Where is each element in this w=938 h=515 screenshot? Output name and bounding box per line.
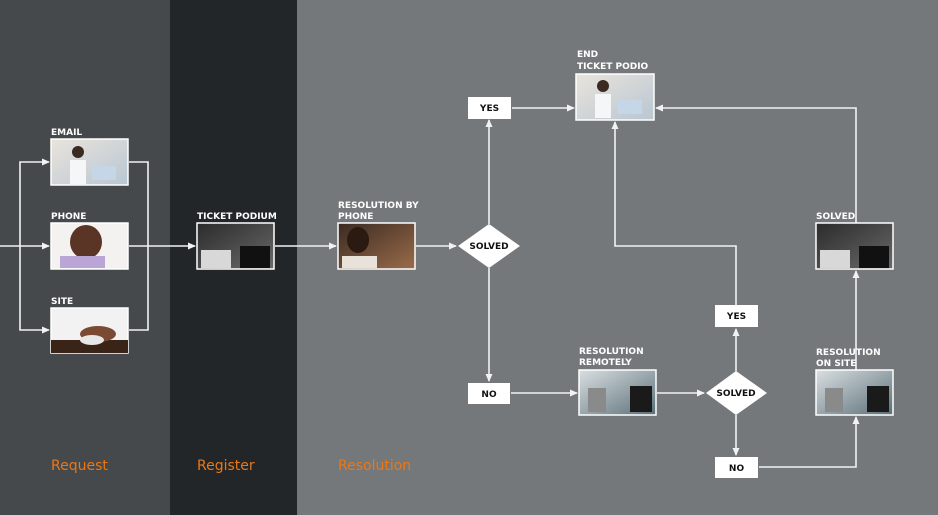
node-resolution-remotely: RESOLUTION REMOTELY [578, 347, 657, 416]
phase-label-resolution: Resolution [338, 458, 411, 474]
node-label-line1: RESOLUTION [579, 347, 644, 357]
node-label-line2: PHONE [338, 212, 373, 222]
node-label: TICKET PODIUM [197, 212, 277, 222]
answer-yes-2: YES [715, 305, 758, 327]
node-phone: PHONE [50, 212, 129, 270]
node-label-line2: TICKET PODIO [577, 62, 649, 72]
phase-label-register: Register [197, 458, 255, 474]
node-label-line1: END [577, 50, 598, 60]
node-label-line2: ON SITE [816, 359, 856, 369]
svg-text:YES: YES [479, 104, 499, 114]
node-label: SOLVED [816, 212, 855, 222]
svg-text:SOLVED: SOLVED [469, 242, 508, 252]
node-solved-image: SOLVED [815, 212, 894, 270]
svg-text:YES: YES [726, 312, 746, 322]
node-label: SITE [51, 297, 73, 307]
decision-solved-1: SOLVED [458, 224, 520, 268]
photo-woman-laptop [575, 73, 655, 121]
svg-text:NO: NO [481, 390, 497, 400]
node-resolution-by-phone: RESOLUTION BY PHONE [337, 201, 419, 270]
node-email: EMAIL [50, 128, 129, 186]
answer-no-2: NO [715, 457, 758, 478]
node-label: EMAIL [51, 128, 82, 138]
svg-text:SOLVED: SOLVED [716, 389, 755, 399]
connectors [0, 104, 860, 468]
node-label-line1: RESOLUTION [816, 348, 881, 358]
photo-woman-laptop [50, 138, 129, 186]
node-label: PHONE [51, 212, 86, 222]
node-label-line1: RESOLUTION BY [338, 201, 419, 211]
decision-solved-2: SOLVED [706, 371, 767, 415]
answer-no-1: NO [468, 383, 510, 404]
node-resolution-on-site: RESOLUTION ON SITE [815, 348, 894, 416]
node-end-ticket: END TICKET PODIO [575, 50, 655, 121]
node-ticket-podium: TICKET PODIUM [196, 212, 277, 270]
svg-text:NO: NO [729, 464, 745, 474]
node-site: SITE [50, 297, 129, 354]
phase-label-request: Request [51, 458, 108, 474]
answer-yes-1: YES [468, 97, 511, 119]
node-label-line2: REMOTELY [579, 358, 632, 368]
